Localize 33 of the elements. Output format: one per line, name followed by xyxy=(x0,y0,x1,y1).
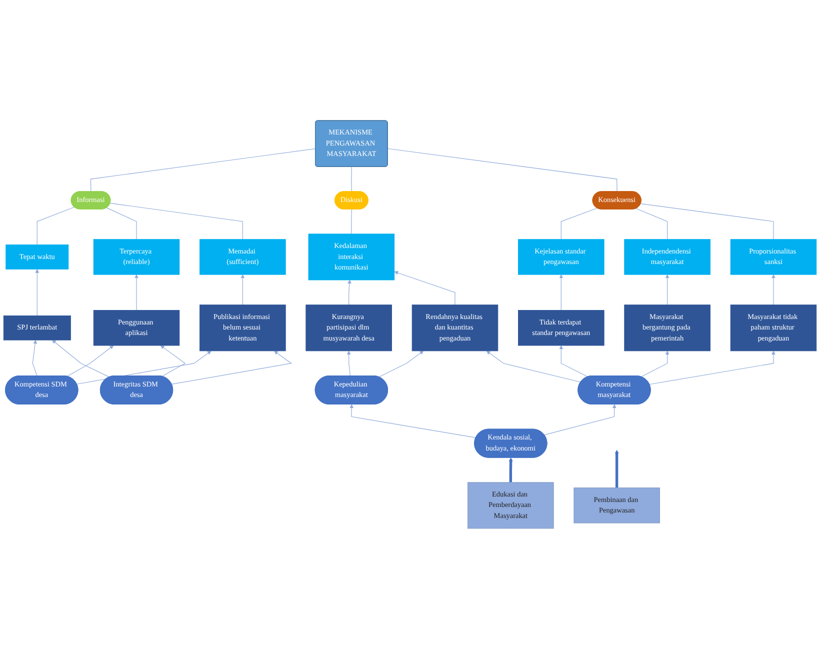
arrow xyxy=(52,340,110,378)
arrow xyxy=(66,345,114,377)
arrow xyxy=(771,274,776,306)
connector xyxy=(90,148,316,192)
arrow xyxy=(614,450,619,488)
connector xyxy=(36,206,75,246)
arrow xyxy=(394,270,456,306)
arrow xyxy=(240,274,245,306)
arrow xyxy=(559,274,564,311)
arrow xyxy=(171,350,292,384)
arrow xyxy=(486,350,581,382)
arrow xyxy=(350,404,476,438)
arrow xyxy=(35,268,40,316)
connector xyxy=(110,202,243,240)
arrow xyxy=(346,350,351,376)
connector xyxy=(351,166,352,192)
connector xyxy=(388,148,618,192)
arrow xyxy=(378,350,424,378)
arrow xyxy=(134,274,138,311)
arrow xyxy=(160,345,186,377)
arrow xyxy=(348,280,352,306)
connector xyxy=(106,208,137,240)
arrow xyxy=(649,350,776,385)
arrow xyxy=(32,340,38,376)
connector xyxy=(560,208,598,240)
arrow xyxy=(640,350,670,378)
arrow xyxy=(665,274,670,306)
arrow xyxy=(508,458,513,482)
connector xyxy=(640,203,774,240)
connector xyxy=(636,208,668,240)
arrow xyxy=(544,404,616,436)
connector xyxy=(351,209,352,234)
arrow xyxy=(559,345,588,378)
